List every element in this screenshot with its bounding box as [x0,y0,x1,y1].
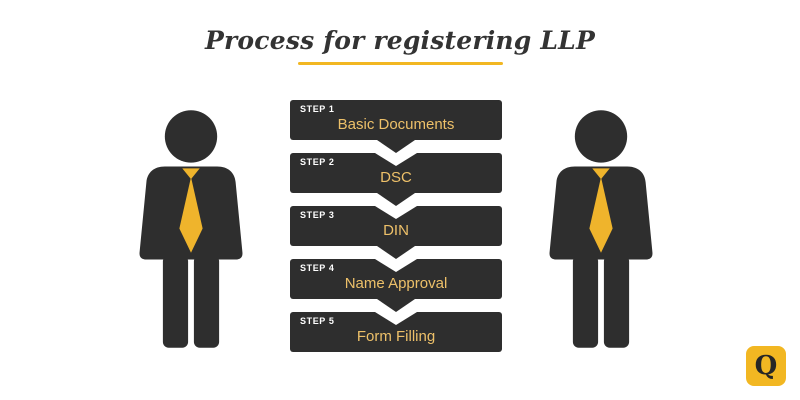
tie-shape [179,168,203,253]
step-text: DSC [380,169,412,186]
step-text: Name Approval [344,275,448,292]
step-item-2: STEP 2 DSC [290,153,502,193]
businessman-right-illustration [538,110,664,348]
step-number-label: STEP 2 [300,157,335,167]
step-number-label: STEP 1 [300,104,335,114]
step-item-1: STEP 1 Basic Documents [290,100,502,140]
step-number-label: STEP 4 [300,263,335,273]
step-text: Basic Documents [337,116,455,133]
step-item-3: STEP 3 DIN [290,206,502,246]
businessman-left-illustration [128,110,254,348]
quora-logo-letter: Q [754,351,778,381]
step-item-4: STEP 4 Name Approval [290,259,502,299]
quora-logo: Q [746,346,786,386]
step-number-label: STEP 3 [300,210,335,220]
businessman-icon [549,110,653,348]
page-title: Process for registering LLP [205,26,595,55]
businessman-icon [139,110,243,348]
title-underline [297,62,503,65]
title-block: Process for registering LLP [0,26,800,65]
step-item-5: STEP 5 Form Filling [290,312,502,352]
step-text: DIN [383,222,409,239]
tie-shape [589,168,613,253]
steps-list: STEP 1 Basic Documents STEP 2 DSC STEP 3… [290,100,502,365]
step-number-label: STEP 5 [300,316,335,326]
step-text: Form Filling [356,328,436,345]
